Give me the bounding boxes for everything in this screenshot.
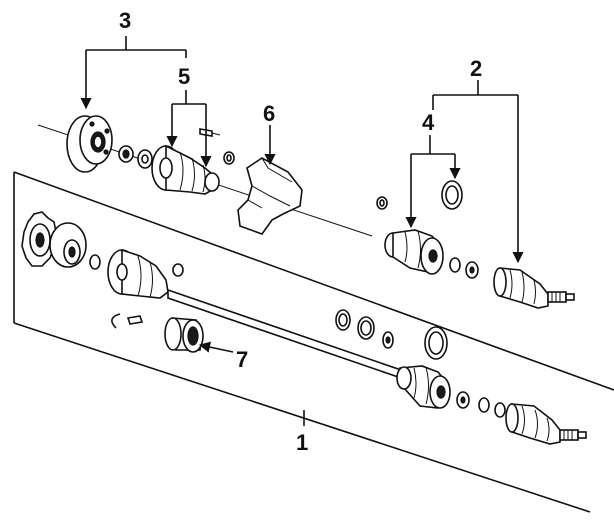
washer-lower-left — [89, 254, 101, 270]
cv-boot-part-4 — [384, 229, 444, 275]
callout-5: 5 — [178, 64, 190, 89]
inner-cv-joint-lower — [107, 248, 169, 299]
outer-cv-joint-lower — [505, 403, 587, 445]
bearing-part-7 — [164, 317, 204, 353]
callout-6: 6 — [263, 101, 275, 126]
seal-lower-3 — [382, 331, 394, 349]
clip-and-bolt — [111, 313, 144, 329]
callout-4: 4 — [422, 110, 435, 135]
clamp-lower-right-2 — [478, 397, 490, 413]
lower-assembly-frame — [13, 171, 614, 513]
seal-lower-2 — [357, 316, 375, 340]
leader-lines — [80, 36, 524, 426]
callout-2: 2 — [470, 56, 482, 81]
seal-ring-right-upper — [376, 196, 388, 210]
large-seal-ring — [441, 180, 463, 210]
clamp-right-1 — [449, 257, 461, 273]
bolt-upper — [199, 128, 221, 137]
seal-lower-1 — [335, 309, 351, 331]
washer-lower-right — [494, 402, 506, 418]
wheel-hub-part-3 — [66, 115, 113, 173]
clamp-right-2 — [465, 261, 479, 279]
heat-shield-part-6 — [237, 157, 303, 235]
outer-cv-joint-part-2 — [493, 267, 575, 309]
washer-upper-left — [137, 149, 153, 169]
callout-labels: 3 5 6 2 4 7 1 — [119, 8, 482, 455]
callout-3: 3 — [119, 8, 131, 33]
clamp-lower-small — [172, 263, 184, 277]
callout-7: 7 — [236, 347, 248, 372]
cv-boot-lower-right — [396, 365, 451, 409]
cv-joint-boot-part-5 — [151, 144, 220, 195]
large-seal-lower — [424, 326, 448, 360]
callout-1: 1 — [296, 430, 308, 455]
clamp-small-upper — [223, 151, 235, 165]
hub-lower-left — [49, 222, 87, 268]
gear-flange-lower — [21, 211, 57, 267]
clamp-lower-right-1 — [456, 391, 470, 409]
seal-ring-upper-left — [118, 145, 134, 163]
